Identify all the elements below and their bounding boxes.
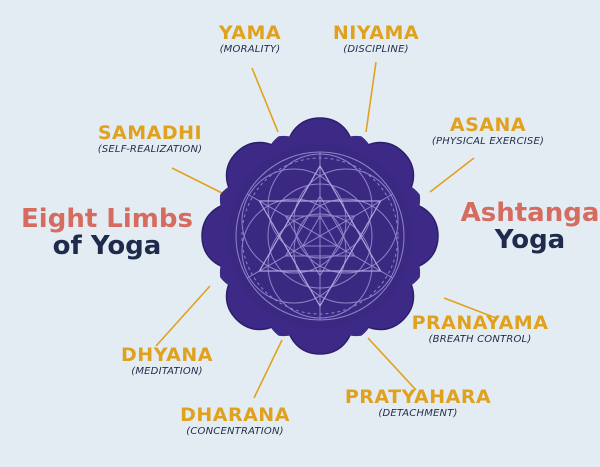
connector-yama [251, 67, 279, 133]
limb-niyama: NIYAMA (DISCIPLINE) [316, 24, 436, 55]
left-title-line2: of Yoga [52, 231, 162, 262]
right-title: Ashtanga Yoga [460, 198, 600, 256]
limb-name: SAMADHI [97, 122, 203, 144]
limb-asana: ASANA (PHYSICAL EXERCISE) [410, 116, 566, 147]
lotus-flower [201, 117, 439, 355]
limb-name: YAMA [218, 22, 282, 44]
limb-pratyahara: PRATYAHARA (DETACHMENT) [340, 388, 496, 419]
limb-meaning: (DISCIPLINE) [343, 44, 409, 55]
limb-meaning: (PHYSICAL EXERCISE) [431, 136, 545, 147]
connector-dharana [253, 339, 283, 399]
right-title-line2: Yoga [494, 225, 566, 256]
limb-name: ASANA [449, 114, 527, 136]
limb-pranayama: PRANAYAMA (BREATH CONTROL) [402, 314, 558, 345]
limb-name: DHARANA [180, 404, 290, 426]
connector-samadhi [171, 167, 225, 195]
right-title-line1: Ashtanga [460, 198, 600, 228]
connector-niyama [365, 61, 377, 133]
limb-meaning: (DETACHMENT) [378, 408, 458, 419]
limb-meaning: (CONCENTRATION) [186, 426, 284, 437]
left-title-line1: Eight Limbs [21, 204, 193, 234]
geometry-highlights [258, 164, 382, 308]
connector-dhyana [155, 285, 211, 347]
limb-name: PRANAYAMA [411, 312, 549, 334]
limb-name: NIYAMA [332, 22, 420, 44]
limb-name: PRATYAHARA [344, 386, 492, 408]
limb-samadhi: SAMADHI (SELF-REALIZATION) [72, 124, 228, 155]
limb-meaning: (SELF-REALIZATION) [97, 144, 203, 155]
limb-dhyana: DHYANA (MEDITATION) [104, 346, 230, 377]
limb-name: DHYANA [121, 344, 213, 366]
connector-pranayama [443, 297, 497, 319]
connector-pratyahara [367, 337, 417, 391]
left-title: Eight Limbs of Yoga [14, 204, 200, 262]
limb-meaning: (MEDITATION) [131, 366, 203, 377]
limb-meaning: (MORALITY) [219, 44, 281, 55]
connector-lines [155, 61, 497, 399]
limb-dharana: DHARANA (CONCENTRATION) [160, 406, 310, 437]
connector-asana [429, 157, 475, 193]
limb-yama: YAMA (MORALITY) [190, 24, 310, 55]
limb-meaning: (BREATH CONTROL) [428, 334, 532, 345]
